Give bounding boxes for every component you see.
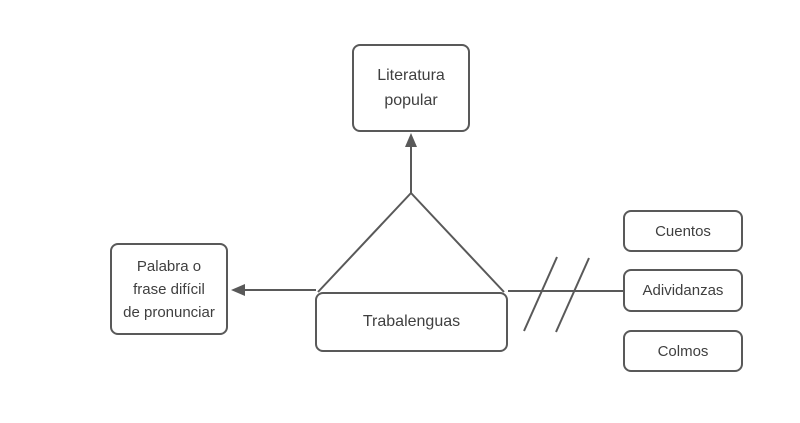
node-palabra-text: Palabra o frase difícil de pronunciar	[112, 255, 226, 324]
slash-mark-icon	[555, 257, 590, 333]
node-palabra-line1: Palabra o	[136, 257, 202, 275]
node-literatura-line1: Literatura	[377, 67, 445, 84]
node-adividanzas-label: Adividanzas	[642, 282, 724, 299]
arrowhead-left-icon	[231, 284, 245, 296]
triangle-shape	[317, 192, 505, 293]
node-literatura-popular-text: Literatura popular	[354, 63, 468, 113]
node-palabra-line3: de pronunciar	[123, 303, 215, 321]
node-literatura-popular: Literatura popular	[352, 44, 470, 132]
node-palabra-line2: frase difícil	[133, 280, 205, 298]
node-trabalenguas: Trabalenguas	[315, 292, 508, 352]
arrowhead-up-icon	[405, 133, 417, 147]
slash-mark-icon	[523, 256, 558, 332]
node-palabra-frase-dificil: Palabra o frase difícil de pronunciar	[110, 243, 228, 335]
node-colmos: Colmos	[623, 330, 743, 372]
node-adividanzas: Adividanzas	[623, 269, 743, 312]
node-cuentos: Cuentos	[623, 210, 743, 252]
node-trabalenguas-label: Trabalenguas	[362, 313, 461, 330]
node-colmos-label: Colmos	[657, 342, 709, 360]
node-literatura-line2: popular	[384, 92, 438, 109]
node-cuentos-label: Cuentos	[655, 222, 711, 240]
